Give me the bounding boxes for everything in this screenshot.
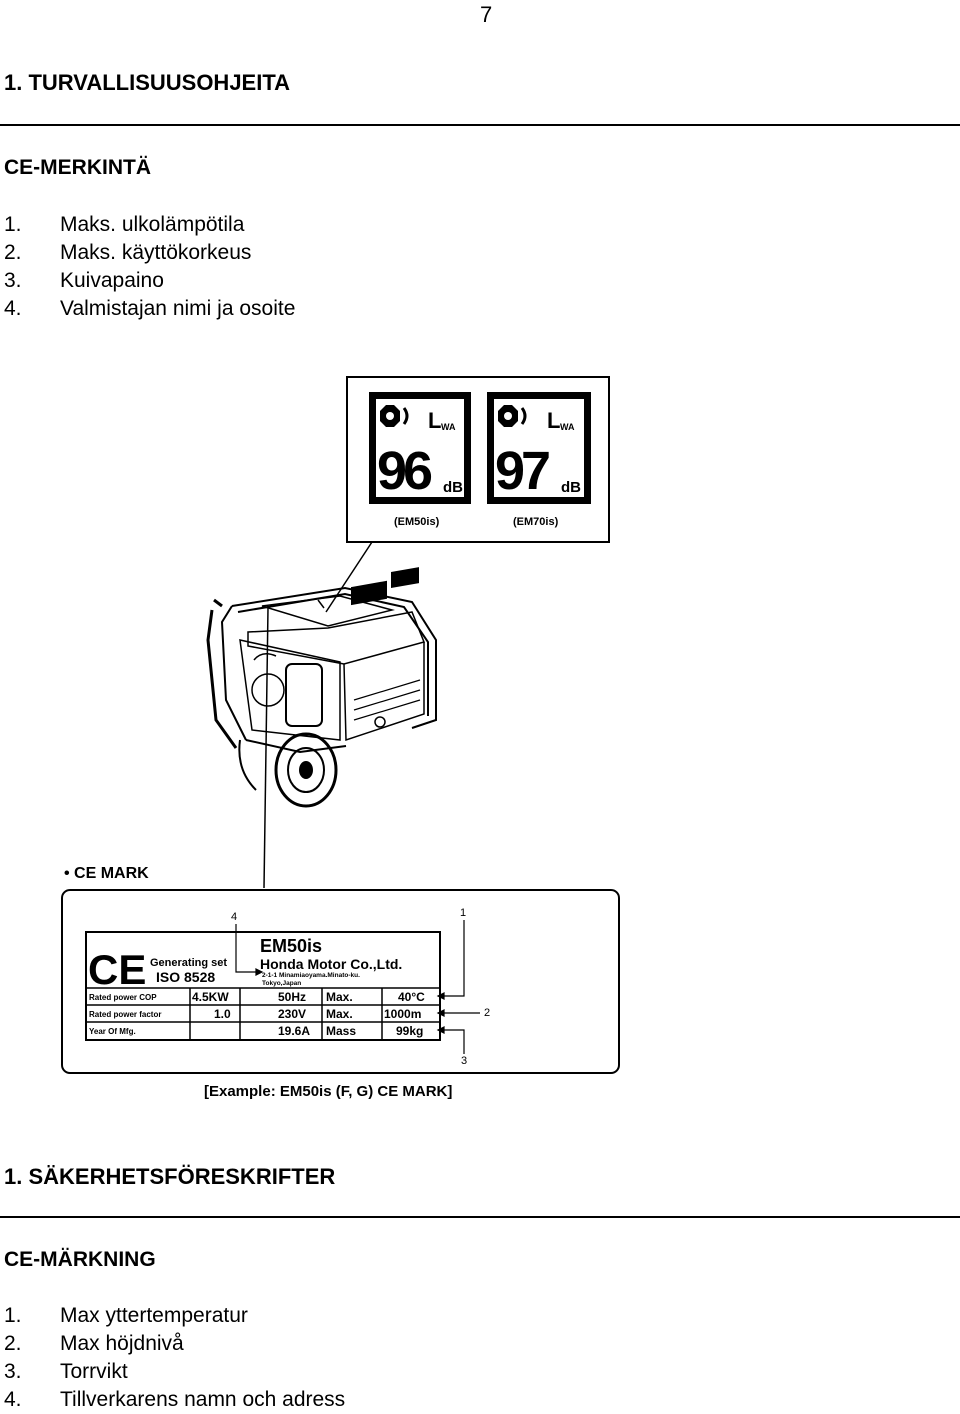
- plate-row-label: Rated power factor: [89, 1010, 161, 1019]
- swedish-heading: 1. SÄKERHETSFÖRESKRIFTER: [4, 1164, 336, 1189]
- lwa-symbol: L: [547, 408, 560, 433]
- plate-cell: 50Hz: [278, 990, 306, 1004]
- noise-value: 97: [495, 441, 549, 501]
- swedish-subheading: CE-MÄRKNING: [4, 1248, 156, 1271]
- ce-plate-frame: [61, 889, 620, 1074]
- callout-leaders: [235, 920, 480, 1054]
- ce-mark-illustration: L WA 96 dB (EM50is) L WA 97 dB (EM70is): [61, 376, 620, 1100]
- list-item: 1.Max yttertemperatur: [4, 1304, 248, 1327]
- page-number: 7: [480, 2, 493, 27]
- plate-cell: Max.: [326, 1007, 353, 1021]
- swedish-list: 1.Max yttertemperatur 2.Max höjdnivå 3.T…: [4, 1302, 345, 1414]
- noise-unit: dB: [443, 479, 463, 496]
- ce-mark-title: • CE MARK: [64, 865, 149, 882]
- callout-2: 2: [484, 1007, 490, 1019]
- finnish-heading: 1. TURVALLISUUSOHJEITA: [4, 70, 291, 95]
- plate-cell: 99kg: [396, 1024, 423, 1038]
- figure-caption: [Example: EM50is (F, G) CE MARK]: [204, 1083, 452, 1100]
- lwa-symbol: L: [428, 408, 441, 433]
- iso-label: ISO 8528: [156, 969, 215, 985]
- noise-label-panel: L WA 96 dB (EM50is) L WA 97 dB (EM70is): [346, 376, 610, 543]
- plate-cell: 19.6A: [278, 1024, 310, 1038]
- list-item: 4.Tillverkarens namn och adress: [4, 1388, 346, 1411]
- plate-cell: 40°C: [398, 990, 425, 1004]
- plate-model: EM50is: [260, 936, 322, 956]
- ce-logo: CE: [88, 946, 146, 993]
- sound-power-icon: [498, 405, 527, 427]
- generator-drawing: [206, 567, 437, 808]
- plate-cell: 4.5KW: [192, 990, 229, 1004]
- callout-4: 4: [231, 911, 237, 923]
- plate-row-label: Rated power COP: [89, 993, 157, 1002]
- list-item: 2.Maks. käyttökorkeus: [4, 241, 252, 264]
- callout-3: 3: [461, 1055, 467, 1067]
- plate-cell: 1.0: [214, 1007, 231, 1021]
- section-divider: [0, 1216, 960, 1218]
- list-item: 3.Kuivapaino: [4, 269, 164, 292]
- lwa-subscript: WA: [441, 422, 456, 432]
- list-item: 1.Maks. ulkolämpötila: [4, 213, 245, 236]
- plate-cell: 230V: [278, 1007, 306, 1021]
- lwa-subscript: WA: [560, 422, 575, 432]
- noise-label-em70is: L WA 97 dB (EM70is): [487, 392, 591, 528]
- finnish-subheading: CE-MERKINTÄ: [4, 156, 151, 179]
- noise-unit: dB: [561, 479, 581, 496]
- finnish-list: 1.Maks. ulkolämpötila 2.Maks. käyttökork…: [4, 211, 295, 323]
- rating-plate: CE Generating set ISO 8528 EM50is Honda …: [85, 931, 441, 1041]
- plate-address-1: 2-1-1 Minamiaoyama.Minato-ku.: [262, 972, 360, 979]
- plate-cell: 1000m: [384, 1007, 421, 1021]
- plate-address-2: Tokyo,Japan: [262, 980, 301, 987]
- noise-value: 96: [377, 441, 432, 501]
- noise-label-em50is: L WA 96 dB (EM50is): [369, 392, 471, 528]
- plate-cell: Mass: [326, 1024, 356, 1038]
- leader-line: [325, 541, 373, 613]
- leader-line: [263, 607, 269, 889]
- plate-maker: Honda Motor Co.,Ltd.: [260, 956, 402, 972]
- model-label: (EM70is): [513, 516, 559, 528]
- sound-power-icon: [380, 405, 409, 427]
- list-item: 2.Max höjdnivå: [4, 1332, 184, 1355]
- plate-cell: Max.: [326, 990, 353, 1004]
- generating-set-label: Generating set: [150, 957, 227, 969]
- list-item: 3.Torrvikt: [4, 1360, 128, 1383]
- section-divider: [0, 124, 960, 126]
- callout-1: 1: [460, 907, 466, 919]
- model-label: (EM50is): [394, 516, 440, 528]
- list-item: 4.Valmistajan nimi ja osoite: [4, 297, 296, 320]
- plate-row-label: Year Of Mfg.: [89, 1027, 136, 1036]
